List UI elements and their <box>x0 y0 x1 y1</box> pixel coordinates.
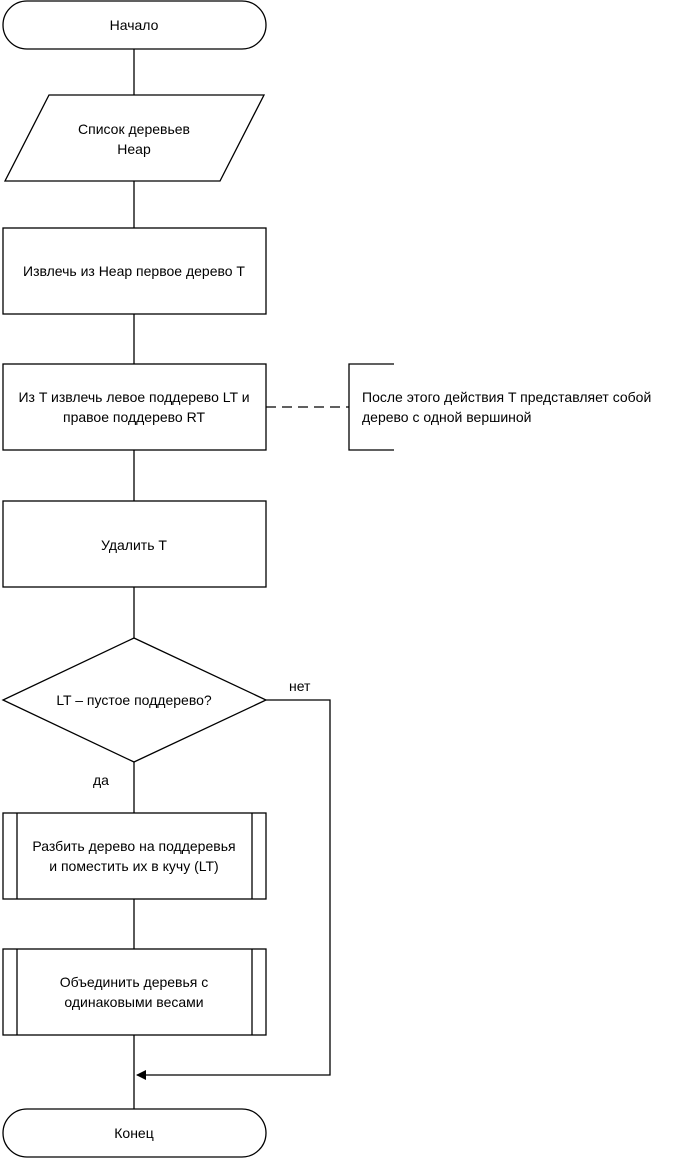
end-terminal: Конец <box>2 1108 267 1158</box>
start-terminal: Начало <box>2 0 267 50</box>
connector-decision-no <box>136 699 331 1080</box>
subprocess-split: Разбить дерево на поддеревья и поместить… <box>2 812 267 900</box>
decision-label: LT – пустое поддерево? <box>56 692 212 708</box>
comment-line-2: дерево с одной вершиной <box>362 409 532 425</box>
input-parallelogram: Список деревьев Heap <box>3 94 266 182</box>
subprocess-merge-line-1: Объединить деревья с <box>60 974 209 990</box>
subprocess-split-line-1: Разбить дерево на поддеревья <box>32 838 235 854</box>
connectors <box>133 49 349 1109</box>
comment-bracket <box>348 363 394 451</box>
subprocess-merge: Объединить деревья с одинаковыми весами <box>2 948 267 1036</box>
subprocess-split-line-2: и поместить их в кучу (LT) <box>49 858 218 874</box>
branch-label-no: нет <box>289 678 311 694</box>
branch-label-yes: да <box>93 772 109 788</box>
decision-diamond: LT – пустое поддерево? <box>1 637 268 763</box>
subprocess-merge-line-2: одинаковыми весами <box>64 994 203 1010</box>
extract-process: Извлечь из Heap первое дерево T <box>2 227 267 315</box>
delete-label: Удалить T <box>101 537 167 553</box>
start-label: Начало <box>110 17 159 33</box>
end-label: Конец <box>114 1125 153 1141</box>
comment-line-1: После этого действия T представляет собо… <box>362 389 651 405</box>
input-label-line-1: Список деревьев <box>78 121 190 137</box>
input-label-line-2: Heap <box>117 141 151 157</box>
extract-label: Извлечь из Heap первое дерево T <box>23 263 245 279</box>
split-process: Из T извлечь левое поддерево LT и правое… <box>2 363 267 451</box>
delete-process: Удалить T <box>2 500 267 588</box>
split-label-line-2: правое поддерево RT <box>63 409 205 425</box>
comment-annotation: После этого действия T представляет собо… <box>348 363 651 451</box>
split-label-line-1: Из T извлечь левое поддерево LT и <box>18 389 249 405</box>
